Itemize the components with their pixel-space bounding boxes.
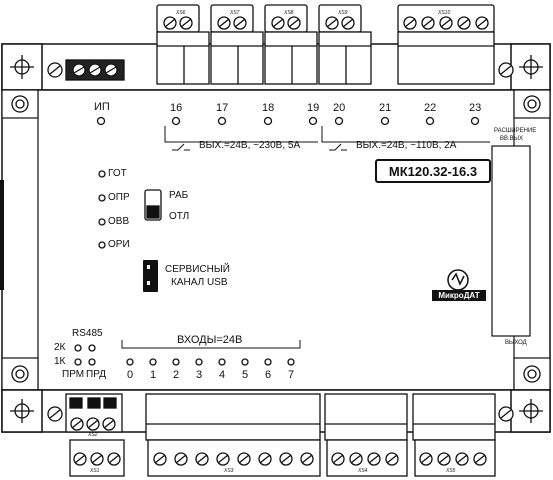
run-debug-switch — [144, 189, 162, 221]
input-number: 7 — [288, 369, 295, 381]
mount-crosshair-icon — [519, 399, 543, 423]
power-led-label: ИП — [94, 101, 110, 113]
latch-icon — [11, 95, 541, 383]
rs485-2k-label: 2К — [54, 342, 66, 353]
input-number: 4 — [219, 369, 226, 381]
screw-icon — [47, 406, 514, 422]
expansion-in-label-2: ВВ.ВЫХ — [500, 136, 523, 142]
output-number: 21 — [379, 102, 392, 114]
led-label-ready: ГОТ — [108, 168, 127, 179]
connector-xs3 — [147, 439, 321, 477]
connector-xs8 — [264, 4, 308, 33]
connector-xs6 — [156, 4, 200, 33]
switch-label-debug: ОТЛ — [169, 211, 190, 222]
usb-port — [143, 260, 158, 292]
input-number: 5 — [242, 369, 249, 381]
connector-label-xs7: XS7 — [230, 10, 240, 16]
side-clip — [0, 180, 4, 290]
output-bracket — [164, 126, 490, 151]
switch-label-run: РАБ — [169, 190, 189, 201]
mount-crosshair-icon — [10, 399, 34, 423]
connector-xs2 — [70, 417, 116, 431]
rs485-prd-label: ПРД — [86, 369, 106, 380]
inputs-label: ВХОДЫ=24В — [177, 334, 243, 346]
connector-xs5 — [414, 439, 496, 477]
connector-label-xs3: XS3 — [224, 468, 234, 474]
input-number: 0 — [127, 369, 134, 381]
screw-icon — [47, 62, 514, 78]
expansion-slot — [491, 145, 531, 337]
output-number: 16 — [170, 102, 183, 114]
brand-name: МикроДАТ — [432, 290, 486, 301]
input-number: 3 — [196, 369, 203, 381]
led-label-opr: ОПР — [108, 192, 130, 203]
power-terminal — [65, 59, 125, 81]
connector-label-xs2: XS2 — [88, 432, 98, 438]
output-group2-rating: ВЫХ.=24В, ~110В, 2А — [356, 140, 457, 151]
mount-crosshair-icon — [10, 55, 34, 79]
connector-label-xs6: XS6 — [176, 10, 186, 16]
rs485-label: RS485 — [72, 328, 103, 339]
mount-crosshair-icon — [519, 55, 543, 79]
output-group1-rating: ВЫХ.=24В, ~230В, 5А — [199, 140, 301, 151]
led-label-ovv: ОВВ — [108, 216, 130, 227]
output-number: 18 — [262, 102, 275, 114]
input-number: 1 — [150, 369, 157, 381]
connector-label-xs8: XS8 — [284, 10, 294, 16]
output-number: 23 — [469, 102, 482, 114]
model-label: МК120.32-16.3 — [375, 159, 491, 183]
usb-label-line2: КАНАЛ USB — [171, 277, 228, 288]
expansion-in-label-1: РАСШИРЕНИЕ — [494, 128, 537, 134]
device-body — [1, 89, 551, 391]
connector-label-xs5: XS5 — [446, 468, 456, 474]
connector-label-xs4: XS4 — [358, 468, 368, 474]
input-number: 6 — [265, 369, 272, 381]
connector-label-xs9: XS9 — [338, 10, 348, 16]
connector-label-xs1: XS1 — [90, 468, 100, 474]
connector-xs9 — [318, 4, 362, 33]
input-number: 2 — [173, 369, 180, 381]
connector-xs1 — [69, 439, 125, 477]
brand-logo-icon — [447, 269, 469, 291]
bottom-plugs — [65, 393, 496, 441]
led-indicator — [74, 116, 480, 366]
led-label-ori: ОРИ — [108, 239, 130, 250]
output-number: 19 — [307, 102, 320, 114]
rs485-1k-label: 1К — [54, 356, 66, 367]
output-number: 22 — [424, 102, 437, 114]
expansion-out-label: ВЫХОД — [505, 340, 527, 346]
rs485-prm-label: ПРМ — [62, 369, 85, 380]
output-number: 17 — [216, 102, 229, 114]
connector-label-xs10: XS10 — [438, 10, 451, 16]
top-plugs — [156, 31, 495, 85]
output-number: 20 — [333, 102, 346, 114]
input-bracket — [121, 340, 301, 349]
connector-xs4 — [326, 439, 408, 477]
usb-label-line1: СЕРВИСНЫЙ — [165, 264, 230, 275]
